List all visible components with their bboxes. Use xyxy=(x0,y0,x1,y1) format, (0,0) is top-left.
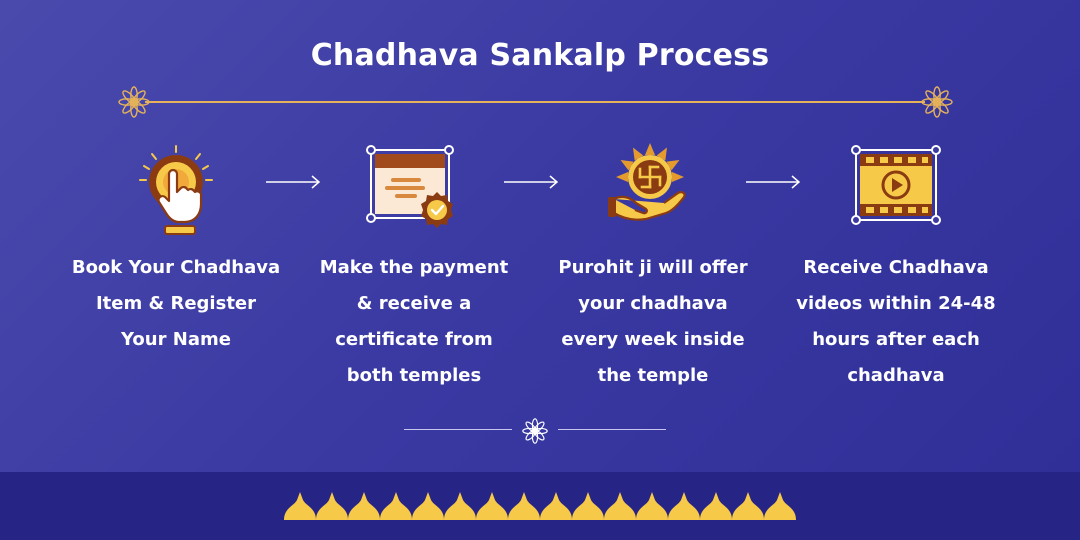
page-title: Chadhava Sankalp Process xyxy=(310,38,770,73)
temple-dome-shape xyxy=(572,492,604,520)
temple-dome-shape xyxy=(380,492,412,520)
temple-dome-shape xyxy=(316,492,348,520)
step-4-text: Receive Chadhava videos within 24-48 hou… xyxy=(796,257,996,386)
mandala-footer-icon xyxy=(522,418,548,444)
arrow-right-icon xyxy=(504,175,559,189)
temple-dome-shape xyxy=(604,492,636,520)
step-1-text: Book Your Chadhava Item & Register Your … xyxy=(71,257,281,350)
temple-dome-shape xyxy=(444,492,476,520)
temple-dome-shape xyxy=(284,492,316,520)
offering-hands-icon xyxy=(608,143,686,221)
temple-dome-shape xyxy=(636,492,668,520)
step-2-text: Make the payment & receive a certificate… xyxy=(319,257,509,386)
mandala-right-icon xyxy=(921,86,953,118)
temple-dome-shape xyxy=(508,492,540,520)
mandala-left-icon xyxy=(118,86,150,118)
bottom-band xyxy=(0,472,1080,540)
certificate-icon xyxy=(366,145,454,228)
arrow-right-icon xyxy=(746,175,801,189)
title-divider xyxy=(145,101,925,103)
footer-divider-left xyxy=(404,429,512,430)
temple-dome-shape xyxy=(540,492,572,520)
temple-domes-icon xyxy=(284,492,796,520)
temple-dome-shape xyxy=(412,492,444,520)
step-3-text: Purohit ji will offer your chadhava ever… xyxy=(558,257,748,386)
temple-dome-shape xyxy=(700,492,732,520)
temple-dome-shape xyxy=(668,492,700,520)
temple-dome-shape xyxy=(764,492,796,520)
temple-dome-shape xyxy=(348,492,380,520)
temple-dome-shape xyxy=(732,492,764,520)
tap-coin-icon xyxy=(139,145,213,235)
temple-dome-shape xyxy=(476,492,508,520)
arrow-right-icon xyxy=(266,175,321,189)
video-icon xyxy=(851,145,941,225)
footer-divider-right xyxy=(558,429,666,430)
